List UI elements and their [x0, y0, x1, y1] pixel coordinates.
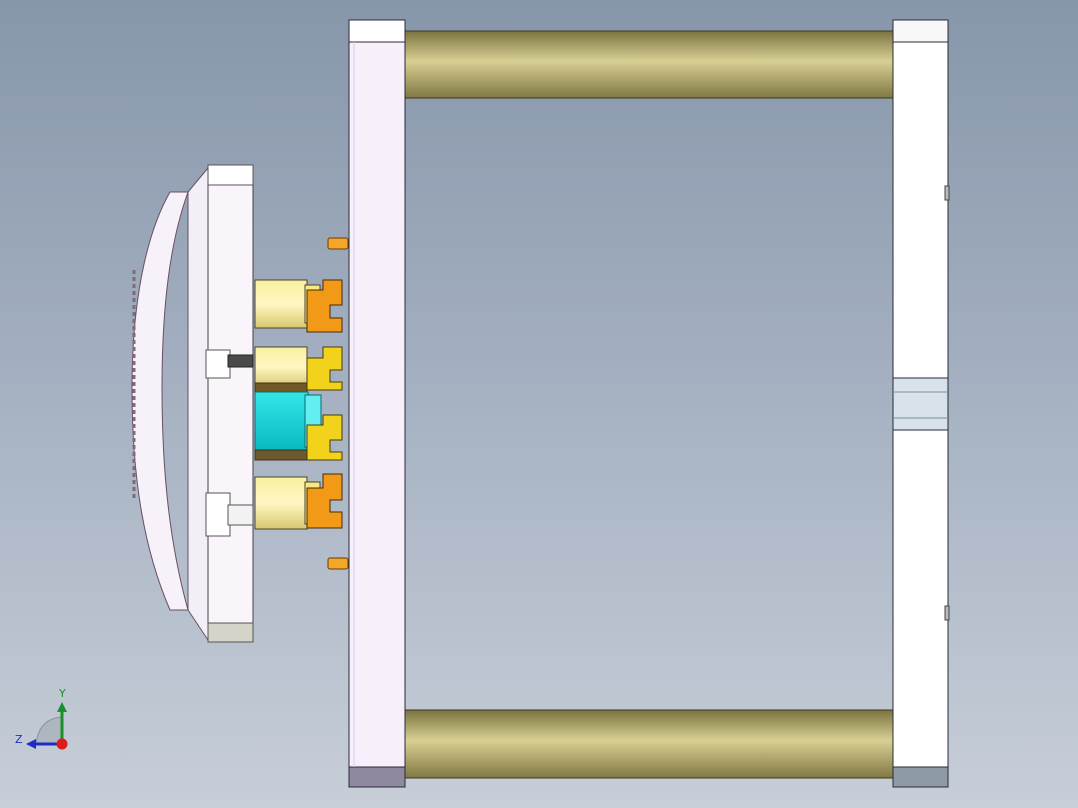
bushing-clamp-middle[interactable]	[254, 346, 343, 394]
coordinate-triad-icon: Y Z	[15, 687, 68, 750]
guide-pillar-top[interactable]	[403, 30, 894, 99]
left-curved-cover[interactable]	[131, 164, 254, 643]
fixed-plate[interactable]	[892, 19, 950, 788]
moving-plate[interactable]	[348, 19, 406, 788]
bushing-clamp-upper[interactable]	[254, 279, 343, 333]
guide-pin-upper[interactable]	[327, 237, 349, 250]
triad-y-label: Y	[58, 687, 66, 700]
triad-z-label: Z	[15, 733, 23, 746]
cyan-core-insert[interactable]	[254, 391, 343, 461]
bushing-clamp-lower[interactable]	[254, 473, 343, 530]
guide-pin-lower[interactable]	[327, 557, 349, 570]
guide-pillar-bottom[interactable]	[403, 709, 894, 779]
